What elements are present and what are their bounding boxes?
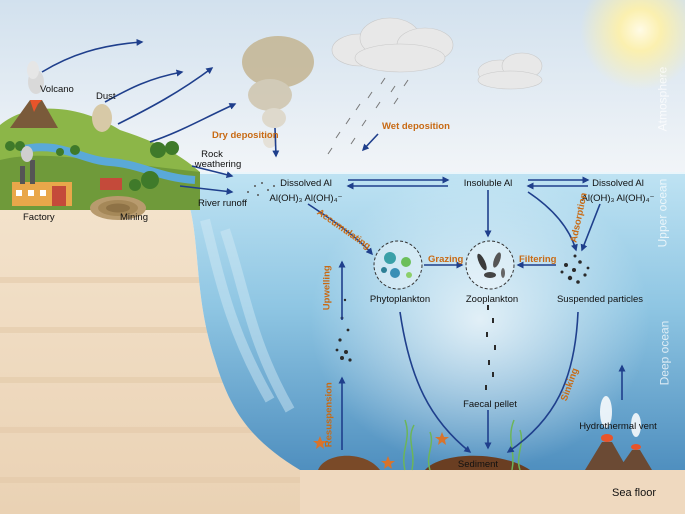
label-dry-deposition: Dry deposition — [212, 131, 279, 141]
zone-deep-ocean: Deep ocean — [657, 321, 671, 386]
label-phytoplankton: Phytoplankton — [370, 295, 430, 305]
zone-upper-ocean: Upper ocean — [655, 179, 669, 248]
label-upwelling: Upwelling — [323, 265, 333, 310]
label-sediment: Sediment — [458, 460, 498, 470]
zone-atmosphere: Atmosphere — [655, 67, 669, 132]
label-al-species-left: Al(OH)₃ Al(OH)₄⁻ — [270, 194, 343, 204]
dust-swirl — [92, 104, 112, 132]
label-factory: Factory — [23, 213, 55, 223]
zooplankton-cell-group — [466, 241, 514, 289]
label-dissolved-al-left: Dissolved Al — [280, 179, 332, 189]
label-volcano: Volcano — [40, 85, 74, 95]
label-resuspension: Resuspension — [325, 382, 335, 447]
label-river-runoff: River runoff — [198, 199, 247, 209]
label-hydrothermal-vent: Hydrothermal vent — [579, 422, 657, 432]
label-grazing: Grazing — [428, 255, 463, 265]
label-mining: Mining — [120, 213, 148, 223]
label-sea-floor: Sea floor — [612, 488, 656, 499]
label-zooplankton: Zooplankton — [466, 295, 518, 305]
label-weathering: weathering — [195, 160, 241, 170]
label-insoluble-al: Insoluble Al — [464, 179, 513, 189]
label-suspended-particles: Suspended particles — [557, 295, 643, 305]
label-filtering: Filtering — [519, 255, 556, 265]
label-wet-deposition: Wet deposition — [382, 122, 450, 132]
label-al-species-right: Al(OH)₃ Al(OH)₄⁻ — [582, 194, 655, 204]
label-dust: Dust — [96, 92, 116, 102]
phytoplankton-cell-group — [374, 241, 422, 289]
label-faecal-pellet: Faecal pellet — [463, 400, 517, 410]
label-dissolved-al-right: Dissolved Al — [592, 179, 644, 189]
